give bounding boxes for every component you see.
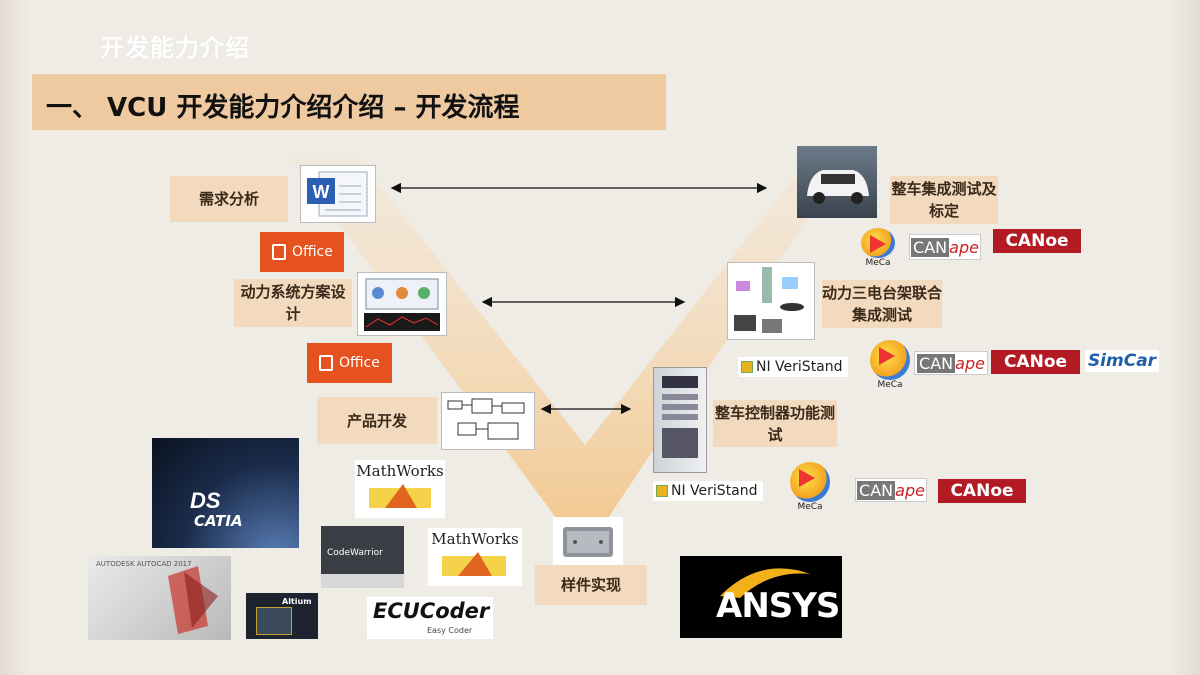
office-logo-1: Office — [260, 232, 344, 272]
simcar-logo: SimCar — [1085, 350, 1159, 372]
office-icon — [272, 244, 286, 260]
ecucoder-logo: ECUCoder Easy Coder — [367, 597, 493, 639]
meca-logo-2: MeCa — [868, 340, 912, 398]
svg-text:W: W — [313, 182, 330, 202]
office-icon — [319, 355, 333, 371]
hil-cabinet-photo — [653, 367, 707, 473]
office-logo-2: Office — [307, 343, 392, 383]
title-bar: 一、 VCU 开发能力介绍介绍 – 开发流程 — [32, 74, 666, 130]
mathworks-logo-2: MathWorks — [428, 528, 522, 586]
altium-logo: Altium — [246, 593, 318, 639]
canoe-logo-3: CANoe — [938, 479, 1026, 503]
ecu-hardware-photo — [553, 517, 623, 565]
ni-icon — [741, 361, 753, 373]
codewarrior-logo: CodeWarrior — [321, 526, 404, 588]
step-powertrain-design: 动力系统方案设计 — [234, 279, 352, 327]
section-title: 开发能力介绍 — [100, 34, 250, 62]
vehicle-photo — [797, 146, 877, 218]
meca-logo-3: MeCa — [788, 462, 832, 520]
canoe-logo-2: CANoe — [991, 350, 1080, 374]
step-requirements: 需求分析 — [170, 176, 288, 222]
step-product-dev: 产品开发 — [317, 397, 437, 444]
catia-logo: DS CATIA — [152, 438, 299, 548]
step-prototype: 样件实现 — [535, 565, 647, 605]
meca-logo-1: MeCa — [858, 228, 898, 270]
word-doc-icon: W — [300, 165, 376, 223]
svg-text:DS: DS — [190, 488, 221, 513]
autocad-logo: AUTODESK AUTOCAD 2017 — [88, 556, 231, 640]
ni-icon — [656, 485, 668, 497]
test-bench-diagram-thumb — [727, 262, 815, 340]
step-dyno-test: 动力三电台架联合集成测试 — [822, 280, 942, 328]
step-vehicle-test: 整车集成测试及标定 — [890, 176, 998, 224]
step-vcu-test: 整车控制器功能测试 — [713, 400, 837, 447]
canoe-logo-1: CANoe — [993, 229, 1081, 253]
ni-veristand-logo-1: NI VeriStand — [738, 357, 848, 377]
simulink-model-thumb — [441, 392, 535, 450]
ansys-logo: ANSYS — [680, 556, 842, 638]
mathworks-logo-1: MathWorks — [355, 460, 445, 518]
ni-veristand-logo-2: NI VeriStand — [653, 481, 763, 501]
meca-icon — [861, 228, 895, 258]
meca-icon — [790, 462, 830, 502]
powertrain-diagram-thumb — [357, 272, 447, 336]
page-title: 一、 VCU 开发能力介绍介绍 – 开发流程 — [46, 93, 520, 123]
meca-icon — [870, 340, 910, 380]
